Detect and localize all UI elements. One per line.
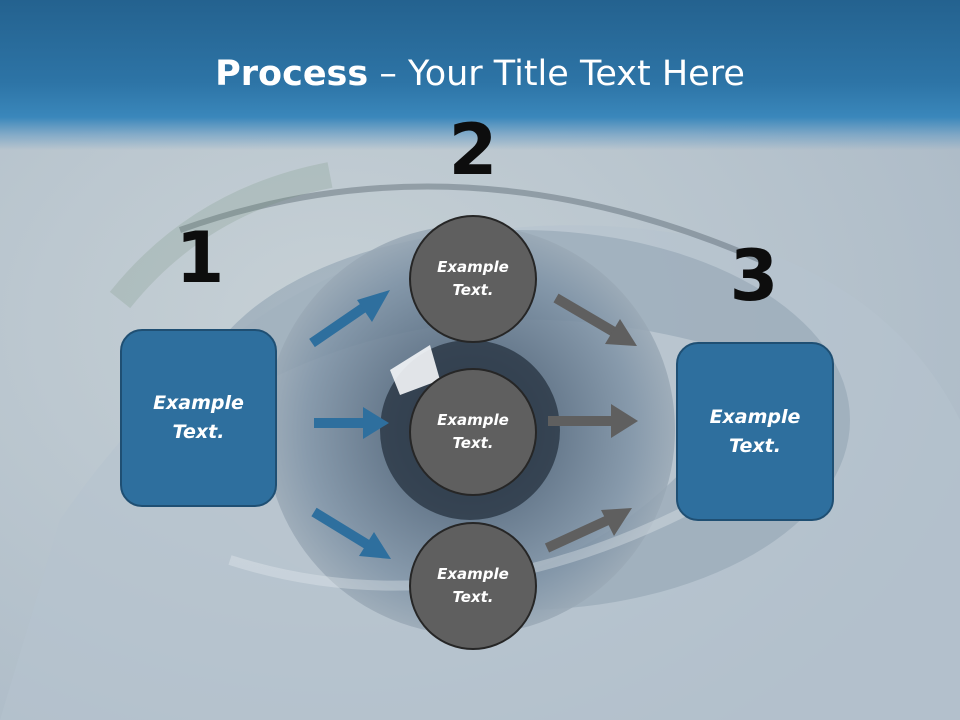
step-number-2: 2 [448,109,498,191]
step-1-box: Example Text. [120,329,277,507]
step-number-3: 3 [729,235,779,317]
circle-top: Example Text. [409,215,537,343]
step-3-box: Example Text. [676,342,834,521]
circle-bottom-text: Example Text. [437,565,509,606]
blue-arrow-right [314,407,389,439]
step-3-text: Example Text. [709,405,801,457]
circle-middle: Example Text. [409,368,537,496]
circle-top-text: Example Text. [437,258,509,299]
title-rest: – Your Title Text Here [368,54,745,94]
gray-arrow-right [548,404,638,438]
step-number-1: 1 [175,217,225,299]
circle-bottom: Example Text. [409,522,537,650]
circle-middle-text: Example Text. [437,411,509,452]
title-bar [0,0,960,150]
title-bold: Process [215,54,369,94]
blue-arrow-up [309,290,390,348]
gray-arrow-up [544,508,632,553]
slide-title: Process – Your Title Text Here [0,52,960,96]
step-1-text: Example Text. [153,392,244,443]
gray-arrow-down [553,293,637,346]
blue-arrow-down [311,507,391,559]
